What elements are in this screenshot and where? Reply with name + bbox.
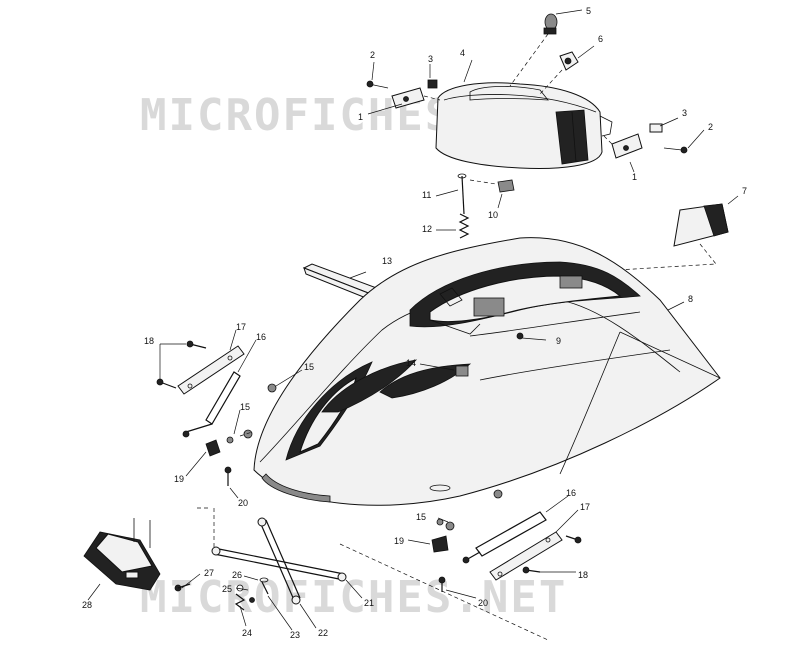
callout-8: 8 xyxy=(688,294,693,304)
bulb-socket xyxy=(539,51,579,95)
callout-4: 4 xyxy=(460,48,465,58)
callout-6: 6 xyxy=(598,34,603,44)
callout-10: 10 xyxy=(488,210,498,220)
callout-19-left: 19 xyxy=(174,474,184,484)
callout-3-right: 3 xyxy=(682,108,687,118)
headlight-bracket-left xyxy=(366,79,441,109)
callout-20-right: 20 xyxy=(478,598,488,608)
left-hinge-bracket xyxy=(156,340,277,486)
latch-hardware xyxy=(457,173,515,239)
callout-18-right: 18 xyxy=(578,570,588,580)
callout-2-right: 2 xyxy=(708,122,713,132)
callout-12: 12 xyxy=(422,224,432,234)
callout-1-left: 1 xyxy=(358,112,363,122)
watermark-bottom: MICROFICHES.NET xyxy=(140,572,567,623)
callout-24: 24 xyxy=(242,628,252,638)
callout-labels: 5 6 4 3 2 1 3 2 1 7 8 9 10 11 12 13 14 1… xyxy=(82,6,747,640)
callout-18-left: 18 xyxy=(144,336,154,346)
callout-26: 26 xyxy=(232,570,242,580)
callout-14: 14 xyxy=(406,358,416,368)
callout-5: 5 xyxy=(586,6,591,16)
callout-16-left: 16 xyxy=(256,332,266,342)
callout-27: 27 xyxy=(204,568,214,578)
headlight-housing xyxy=(435,82,613,169)
callout-28: 28 xyxy=(82,600,92,610)
right-hinge-bracket xyxy=(431,489,582,592)
callout-20-left: 20 xyxy=(238,498,248,508)
callout-21: 21 xyxy=(364,598,374,608)
callout-15-c: 15 xyxy=(416,512,426,522)
callout-11: 11 xyxy=(422,190,431,200)
headlight-bulb xyxy=(509,13,558,87)
callout-22: 22 xyxy=(318,628,328,638)
headlight-bracket-right xyxy=(603,123,688,159)
assembly-line-2 xyxy=(339,543,549,641)
callout-9: 9 xyxy=(556,336,561,346)
callout-17-right: 17 xyxy=(580,502,590,512)
callout-7: 7 xyxy=(742,186,747,196)
callout-23: 23 xyxy=(290,630,300,640)
callout-17-left: 17 xyxy=(236,322,246,332)
callout-2-left: 2 xyxy=(370,50,375,60)
callout-15-a: 15 xyxy=(304,362,314,372)
callout-15-b: 15 xyxy=(240,402,250,412)
leader-lines xyxy=(87,9,739,631)
callout-25: 25 xyxy=(222,584,232,594)
callout-3-left: 3 xyxy=(428,54,433,64)
callout-19-right: 19 xyxy=(394,536,404,546)
front-bumper xyxy=(83,518,191,592)
callout-16-right: 16 xyxy=(566,488,576,498)
callout-1-right: 1 xyxy=(632,172,637,182)
hood xyxy=(253,237,721,506)
support-frame xyxy=(211,517,347,611)
callout-13: 13 xyxy=(382,256,392,266)
